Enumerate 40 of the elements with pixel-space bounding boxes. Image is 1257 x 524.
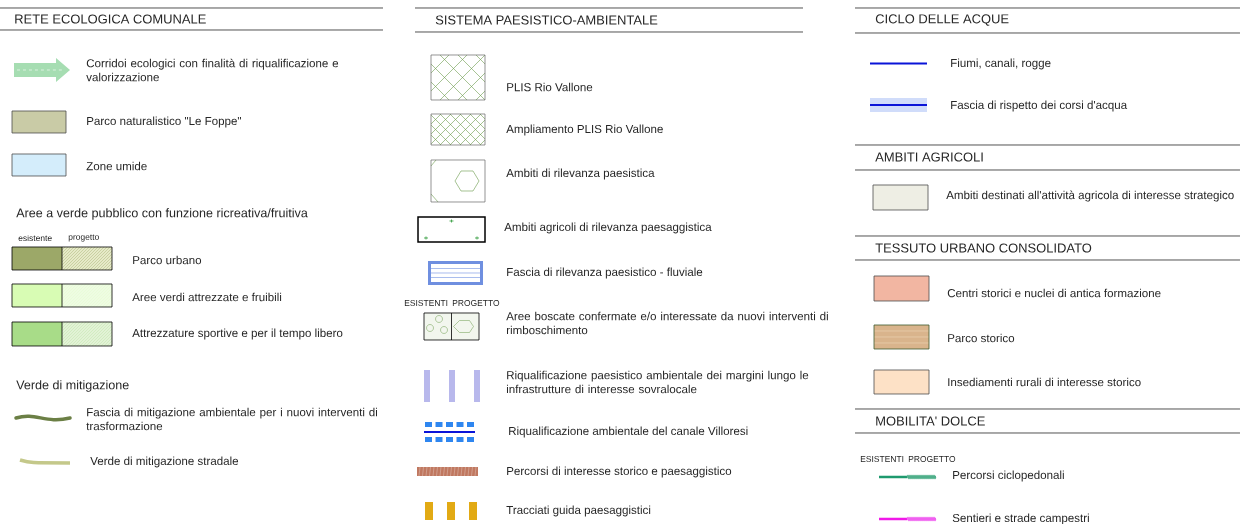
column-label: esistente: [18, 234, 52, 242]
legend-text: Aree verdi attrezzate e fruibili: [132, 292, 282, 302]
legend-text: Centri storici e nuclei di antica formazione: [947, 288, 1161, 298]
legend-text: Parco naturalistico "Le Foppe": [87, 116, 241, 128]
legend-text: Zone umide: [86, 161, 147, 171]
section-heading: SISTEMA PAESISTICO-AMBIENTALE: [435, 15, 658, 25]
section-heading: CICLO DELLE ACQUE: [875, 14, 1009, 26]
legend-text: Fascia di rispetto dei corsi d'acqua: [951, 100, 1128, 112]
legend-text: Fascia di mitigazione ambientale per i nuovi interventi di trasformazione: [86, 407, 377, 431]
section-heading: TESSUTO URBANO CONSOLIDATO: [875, 243, 1092, 253]
legend-text: Percorsi ciclopedonali: [953, 470, 1064, 482]
section-heading: RETE ECOLOGICA COMUNALE: [15, 14, 206, 24]
column-label: ESISTENTI: [404, 300, 448, 306]
legend-text: Aree boscate confermate e/o interessate da nuovi interventi di rimboschimento: [506, 311, 828, 335]
legend-text: Fiumi, canali, rogge: [951, 58, 1051, 70]
legend-text: Attrezzature sportive e per il tempo libero: [132, 328, 343, 340]
legend-text: Corridoi ecologici con finalità di riqualificazione e valorizzazione: [86, 58, 339, 82]
legend-text: Tracciati guida paesaggistici: [506, 505, 651, 517]
column-label: PROGETTO: [908, 456, 956, 462]
column-label: progetto: [68, 234, 99, 242]
subheading: Aree a verde pubblico con funzione ricreativa/fruitiva: [16, 208, 308, 220]
column-label: PROGETTO: [452, 300, 500, 306]
legend-text: Insediamenti rurali di interesse storico: [948, 377, 1141, 387]
legend-text: Riqualificazione ambientale del canale Villoresi: [509, 426, 748, 438]
subheading: Verde di mitigazione: [16, 380, 129, 392]
legend-text: Ambiti destinati all'attività agricola di interesse strategico: [946, 190, 1234, 202]
section-heading: MOBILITA' DOLCE: [876, 416, 985, 426]
legend-text: PLIS Rio Vallone: [507, 82, 593, 92]
legend-text: Fascia di rilevanza paesistico - fluviale: [507, 267, 703, 279]
legend-text: Ambiti agricoli di rilevanza paesaggistica: [504, 222, 712, 234]
legend-text: Verde di mitigazione stradale: [90, 456, 239, 468]
legend-text: Sentieri e strade campestri: [952, 513, 1089, 524]
legend-text: Ambiti di rilevanza paesistica: [506, 168, 655, 180]
legend-text: Ampliamento PLIS Rio Vallone: [506, 124, 663, 136]
legend-text: Percorsi di interesse storico e paesaggistico: [507, 466, 732, 478]
legend-text: Parco storico: [948, 333, 1015, 343]
column-label: ESISTENTI: [860, 456, 904, 462]
legend-text: Parco urbano: [133, 255, 202, 265]
section-heading: AMBITI AGRICOLI: [875, 152, 983, 162]
legend-text: Riqualificazione paesistico ambientale dei margini lungo le infrastrutture di interesse sovralocale: [507, 370, 809, 394]
